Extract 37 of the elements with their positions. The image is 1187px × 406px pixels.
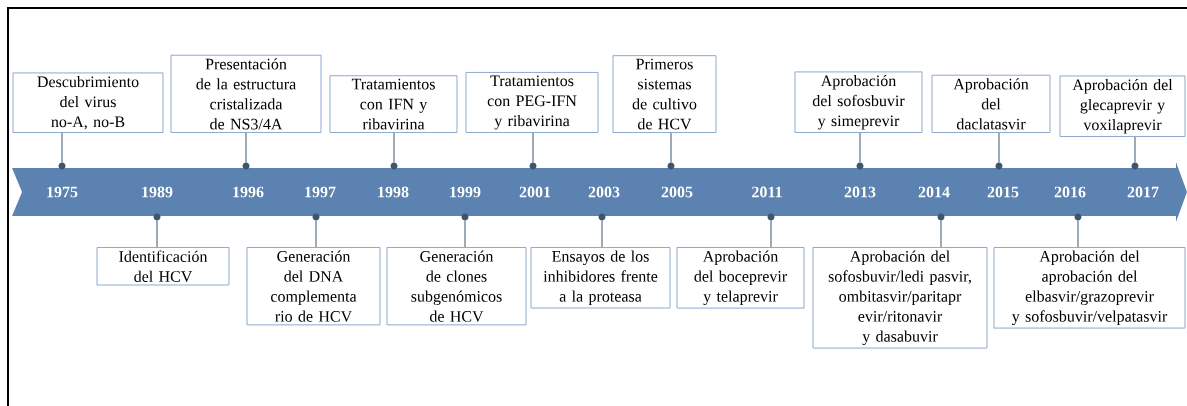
year-label: 2005 bbox=[661, 186, 693, 198]
connector-line bbox=[245, 132, 247, 163]
year-label: 2017 bbox=[1127, 186, 1159, 198]
event-box: Aprobación del daclatasvir bbox=[931, 74, 1051, 133]
connector-line bbox=[156, 220, 158, 248]
year-label: 2013 bbox=[844, 186, 876, 198]
year-label: 2016 bbox=[1054, 186, 1086, 198]
event-box: Tratamientos con IFN y ribavirina bbox=[329, 75, 458, 133]
event-box: Aprobación del aprobación del elbasvir/grazoprevir y sofosbuvir/velpatasvir bbox=[993, 247, 1186, 329]
connector-line bbox=[315, 220, 317, 248]
connector-line bbox=[770, 220, 772, 248]
year-label: 2015 bbox=[987, 186, 1019, 198]
event-box: Ensayos de los inhibidores frente a la proteasa bbox=[530, 247, 671, 309]
connector-line bbox=[1134, 136, 1136, 163]
year-label: 2014 bbox=[918, 186, 950, 198]
connector-line bbox=[464, 220, 466, 248]
event-box: Aprobación del sofosbuvir y simeprevir bbox=[794, 71, 923, 133]
connector-line bbox=[61, 132, 63, 163]
event-box: Aprobación del glecaprevir y voxilaprevir bbox=[1059, 75, 1186, 137]
event-box: Aprobación del boceprevir y telaprevir bbox=[676, 247, 805, 309]
connector-line bbox=[393, 132, 395, 163]
event-box: Generación de clones subgenómicos de HCV bbox=[386, 247, 527, 326]
event-box: Primeros sistemas de cultivo de HCV bbox=[612, 55, 717, 133]
connector-line bbox=[1077, 220, 1079, 248]
connector-line bbox=[532, 132, 534, 163]
year-label: 2011 bbox=[752, 186, 782, 198]
event-box: Generación del DNA complementa rio de HCV bbox=[246, 247, 381, 326]
connector-line bbox=[670, 132, 672, 163]
event-box: Aprobación del sofosbuvir/ledi pasvir, ombitasvir/paritapr evir/ritonavir y dasabuvir bbox=[812, 247, 988, 349]
connector-line bbox=[601, 220, 603, 248]
event-box: Tratamientos con PEG-IFN y ribavirina bbox=[465, 71, 599, 133]
event-box: Presentación de la estructura cristalizada de NS3/4A bbox=[170, 54, 322, 133]
connector-line bbox=[940, 220, 942, 248]
event-box: Descubrimiento del virus no-A, no-B bbox=[12, 72, 164, 133]
connector-line bbox=[998, 132, 1000, 163]
connector-line bbox=[859, 132, 861, 163]
event-box: Identificación del HCV bbox=[96, 247, 230, 286]
